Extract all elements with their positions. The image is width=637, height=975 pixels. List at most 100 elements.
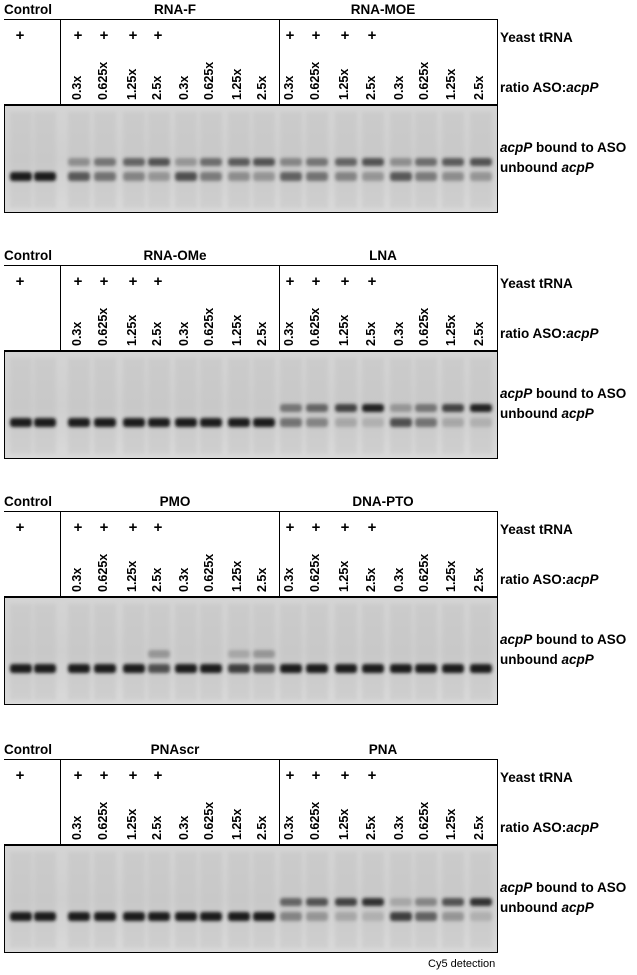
bound-label: acpP bound to ASO [500,632,626,647]
ratio-label: 0.625x [417,61,431,100]
ratio-label: 1.25x [125,68,139,100]
unbound-band [200,172,222,181]
trna-plus-mark: + [311,27,321,44]
bound-gene: acpP [500,386,533,401]
bound-band [362,898,384,906]
ratio-label: 0.3x [177,815,191,840]
ratio-label: 1.25x [337,314,351,346]
trna-plus-mark: + [367,767,377,784]
ratio-label-title: ratio ASO:acpP [500,80,599,95]
unbound-band [470,172,492,181]
control-title: Control [4,742,52,757]
unbound-band [253,912,275,921]
group1-title: RNA-OMe [143,248,207,263]
trna-plus-mark: + [285,767,295,784]
unbound-band [335,172,357,181]
unbound-band [94,418,116,427]
ratio-label: 0.3x [177,75,191,100]
bound-band [306,158,328,166]
lane-smear [200,358,222,454]
trna-plus-mark: + [340,519,350,536]
bound-suffix: bound to ASO [532,140,627,155]
unbound-band [335,664,357,673]
unbound-band [470,664,492,673]
unbound-band [228,172,250,181]
ratio-label: 2.5x [255,321,269,346]
control-title: Control [4,494,52,509]
bound-label: acpP bound to ASO [500,140,626,155]
unbound-band [306,664,328,673]
yeast-trna-label: Yeast tRNA [500,30,573,45]
ratio-label: 0.625x [96,61,110,100]
bound-band [442,404,464,412]
gel-image [4,105,498,213]
lane-smear [68,604,90,700]
lane-smear [68,358,90,454]
unbound-band [362,172,384,181]
unbound-band [362,664,384,673]
bound-band [148,158,170,166]
ratio-label: 0.625x [417,801,431,840]
gel-image [4,845,498,953]
unbound-band [68,172,90,181]
trna-plus-mark: + [128,767,138,784]
trna-plus-mark: + [99,519,109,536]
unbound-band [442,172,464,181]
unbound-band [123,172,145,181]
group2-title: LNA [369,248,397,263]
unbound-band [34,912,56,921]
unbound-band [470,912,492,921]
bound-band [415,898,437,906]
ratio-label: 0.625x [308,307,322,346]
lane-smear [228,852,250,948]
bound-band [362,404,384,412]
lane-smear [34,604,56,700]
unbound-gene: acpP [561,406,594,421]
group2-title: RNA-MOE [350,2,416,17]
bound-band [228,650,250,658]
bound-suffix: bound to ASO [532,386,627,401]
lane-smear [280,604,302,700]
ratio-label: 1.25x [444,314,458,346]
trna-plus-mark: + [99,767,109,784]
trna-plus-mark: + [15,27,25,44]
ratio-label: 1.25x [125,314,139,346]
trna-plus-mark: + [153,767,163,784]
ratio-label: 0.3x [177,567,191,592]
unbound-gene: acpP [561,160,594,175]
trna-plus-mark: + [285,519,295,536]
bound-band [442,898,464,906]
bound-band [228,158,250,166]
bound-gene: acpP [500,632,533,647]
bound-band [415,158,437,166]
lane-smear [123,358,145,454]
ratio-label: 1.25x [230,808,244,840]
unbound-band [10,912,32,921]
unbound-band [200,418,222,427]
bound-band [335,898,357,906]
unbound-prefix: unbound [500,900,562,915]
header-frame [4,19,498,105]
ratio-label: 0.3x [177,321,191,346]
bound-band [335,158,357,166]
bound-band [253,158,275,166]
trna-plus-mark: + [15,767,25,784]
ratio-label: 1.25x [337,808,351,840]
unbound-band [253,664,275,673]
ratio-title-gene: acpP [566,326,599,341]
bound-band [200,158,222,166]
trna-plus-mark: + [340,27,350,44]
unbound-band [148,912,170,921]
ratio-label: 0.625x [96,553,110,592]
ratio-label: 1.25x [230,314,244,346]
trna-plus-mark: + [340,767,350,784]
ratio-label: 0.625x [417,553,431,592]
unbound-band [123,664,145,673]
lane-smear [68,852,90,948]
ratio-label: 0.625x [417,307,431,346]
trna-plus-mark: + [128,273,138,290]
unbound-band [123,912,145,921]
ratio-label: 0.3x [392,75,406,100]
unbound-band [390,418,412,427]
trna-plus-mark: + [99,27,109,44]
